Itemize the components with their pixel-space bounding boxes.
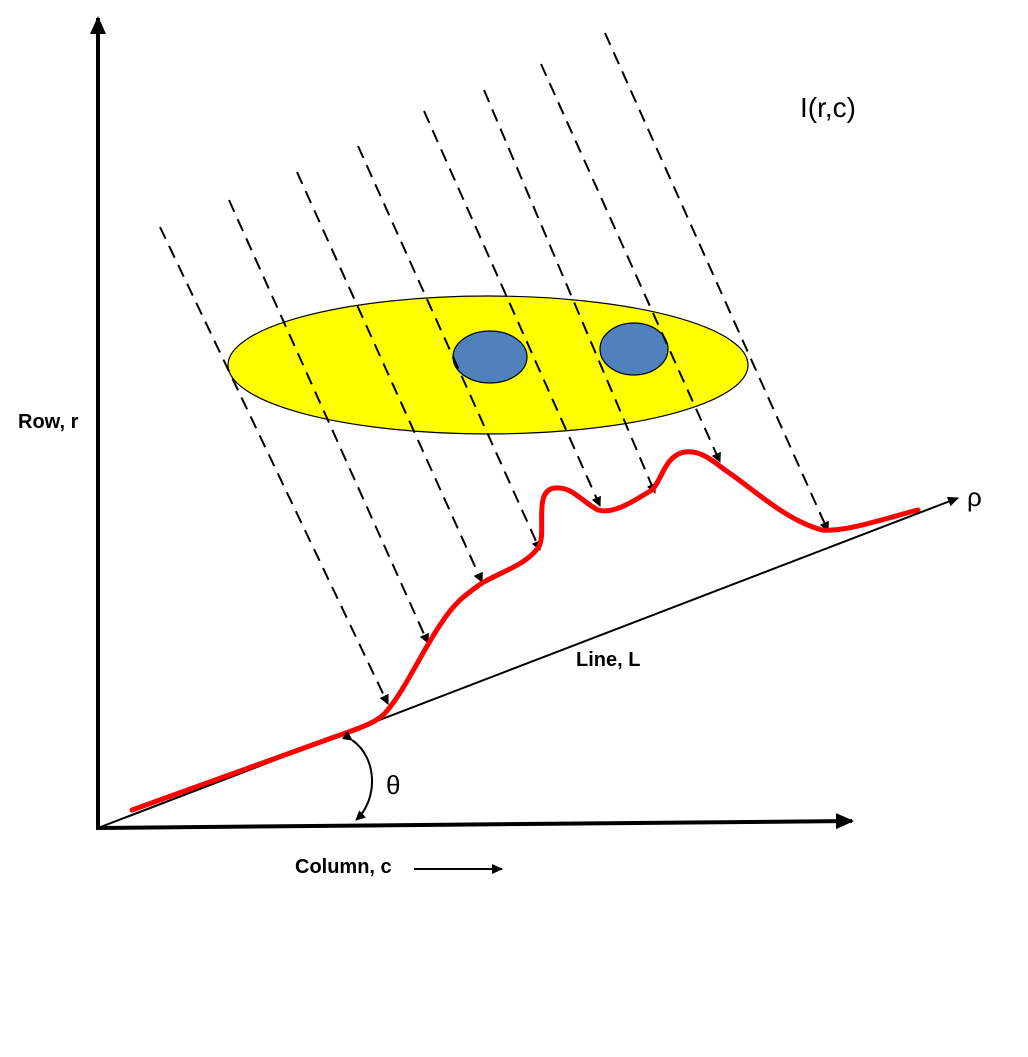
column-axis-arrow [95,813,854,830]
theta-angle-arc [341,730,373,821]
projection-ray-5 [423,110,601,507]
column-axis-label: Column, c [295,856,392,878]
projection-line-l [97,496,959,829]
image-function-label: I(r,c) [800,92,856,123]
line-l-label: Line, L [576,649,640,671]
rho-label: ρ [967,482,982,512]
row-axis-label: Row, r [18,411,79,433]
projection-ray-6 [483,89,657,494]
projection-ray-3 [296,171,483,583]
theta-label: θ [386,770,400,800]
projection-ray-8 [604,32,829,532]
projection-ray-2 [228,199,429,644]
projection-profile-curve [129,449,921,813]
blue-blob-right [599,322,669,376]
projection-ray-1 [159,226,389,705]
projection-ray-4 [357,145,541,551]
projection-ray-7 [540,63,721,463]
projection-rays [159,32,829,705]
blue-blob-left [452,330,528,384]
